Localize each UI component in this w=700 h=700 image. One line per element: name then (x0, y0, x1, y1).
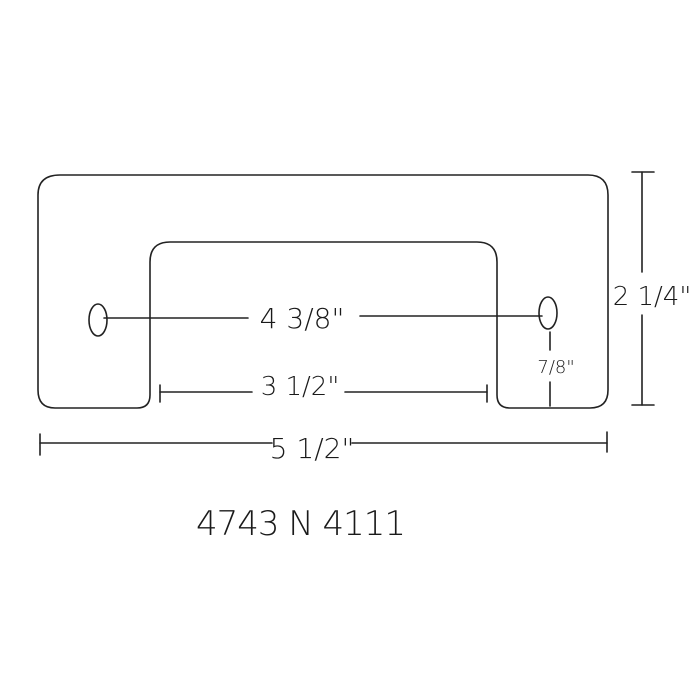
overall-height-label: 2 1/4" (613, 282, 692, 312)
inner-opening-label: 3 1/2" (261, 372, 340, 402)
hole-spacing-dimension-line (103, 315, 543, 319)
handle-outline (37, 174, 609, 409)
right-mounting-slot (538, 296, 558, 330)
inner-opening-dimension-line (159, 384, 488, 403)
hole-spacing-label: 4 3/8" (260, 302, 345, 335)
left-mounting-slot (88, 303, 108, 337)
hole-to-bottom-label: 7/8" (537, 357, 574, 378)
overall-height-dimension-line (631, 171, 655, 406)
overall-width-dimension-line (39, 431, 608, 456)
part-number: 4743 N 4111 (196, 504, 406, 544)
overall-width-label: 5 1/2" (270, 432, 355, 465)
